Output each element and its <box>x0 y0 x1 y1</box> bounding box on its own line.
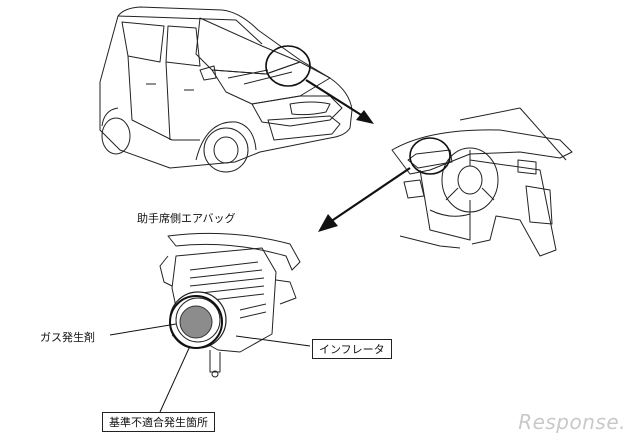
car-illustration <box>99 6 353 173</box>
defect-highlight-circle <box>169 295 223 349</box>
dashboard-illustration <box>391 107 573 257</box>
car-highlight-circle <box>265 45 311 87</box>
airbag-title-label: 助手席側エアバッグ <box>137 212 236 225</box>
arrow-car-to-dashboard <box>305 79 374 124</box>
dashboard-highlight-circle <box>409 137 451 175</box>
defect-location-label: 基準不適合発生箇所 <box>102 412 215 432</box>
inflator-inner-ring <box>175 297 221 343</box>
gas-agent-fill <box>179 305 213 339</box>
arrow-dashboard-to-airbag <box>318 167 411 232</box>
response-watermark: Response. <box>518 410 626 434</box>
inflator-label: インフレータ <box>312 339 392 359</box>
gas-agent-label: ガス発生剤 <box>40 331 95 344</box>
leader-lines <box>109 323 311 413</box>
